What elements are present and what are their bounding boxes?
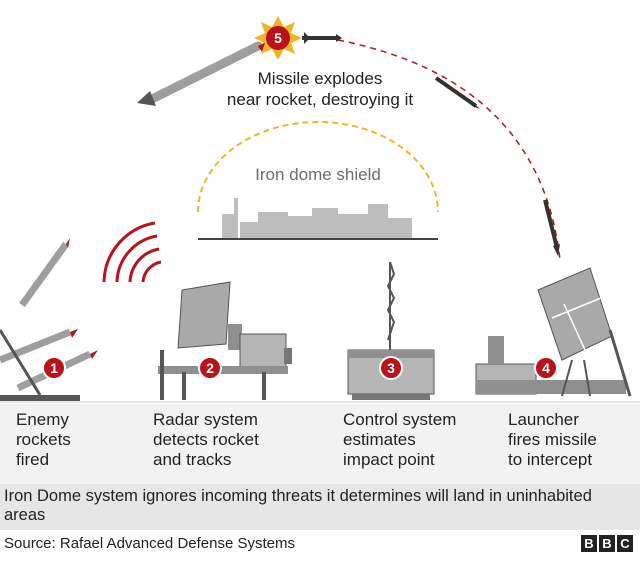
interceptor-trajectory (337, 39, 561, 261)
step-4-number: 4 (542, 360, 550, 376)
step-4-label: Launcher fires missile to intercept (508, 410, 597, 469)
step-4-badge: 4 (534, 356, 558, 380)
explosion-number: 5 (274, 30, 282, 46)
bbc-logo-block-1: B (581, 535, 597, 552)
step-3-badge: 3 (379, 356, 403, 380)
diagram-scene: 5 Iron dome shield (0, 16, 640, 403)
interceptor-missile-icon-1 (302, 32, 342, 44)
bbc-logo-block-2: B (599, 535, 615, 552)
interceptor-launcher-icon (475, 267, 632, 397)
bbc-logo-block-3: C (617, 535, 633, 552)
explosion-icon: 5 (254, 16, 302, 60)
step-3-label: Control system estimates impact point (343, 410, 457, 469)
radar-system-icon (158, 281, 292, 400)
shield-label: Iron dome shield (255, 165, 381, 184)
step-1-number: 1 (50, 360, 58, 376)
interceptor-missile-icon-2 (434, 76, 480, 109)
step-2-badge: 2 (198, 356, 222, 380)
step-3-number: 3 (387, 360, 395, 376)
explosion-caption: Missile explodes near rocket, destroying… (226, 69, 414, 109)
step-2-label: Radar system detects rocket and tracks (153, 410, 259, 469)
footnote: Iron Dome system ignores incoming threat… (4, 487, 592, 524)
source-credit: Source: Rafael Advanced Defense Systems (4, 535, 295, 552)
city-skyline-icon (222, 198, 412, 238)
step-1-label: Enemy rockets fired (16, 410, 71, 469)
shield-arc (197, 121, 439, 213)
note-band (0, 484, 640, 530)
bbc-logo: B B C (581, 535, 633, 552)
step-1-badge: 1 (42, 356, 66, 380)
interceptor-missile-icon-3 (543, 199, 560, 256)
radar-wave-icon (102, 221, 162, 283)
step-2-number: 2 (206, 360, 214, 376)
ground-band (0, 404, 640, 484)
